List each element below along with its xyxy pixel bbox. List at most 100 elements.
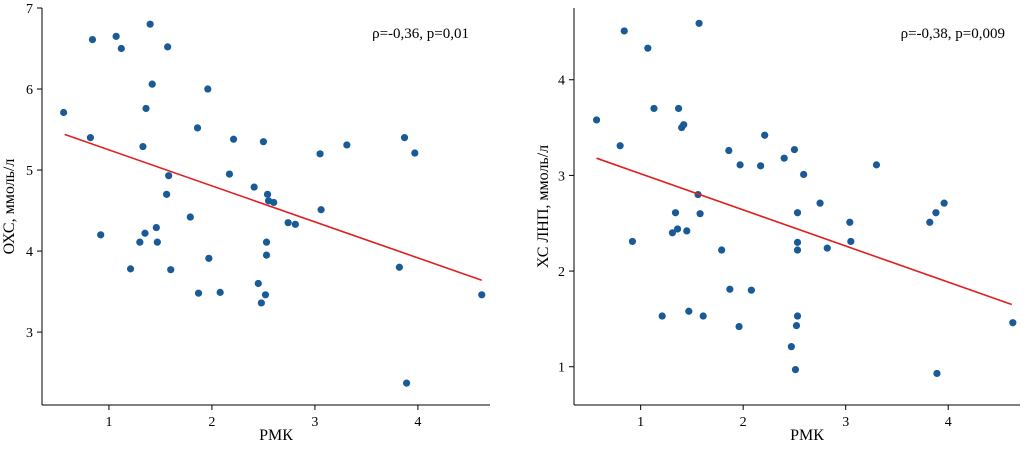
data-point (148, 80, 156, 88)
data-point (674, 104, 683, 113)
data-point (216, 288, 224, 296)
data-point (262, 251, 271, 259)
data-point (117, 44, 125, 53)
data-point (259, 138, 268, 146)
x-tick-label: 1 (637, 415, 644, 430)
data-point (932, 209, 940, 217)
data-point (186, 213, 194, 221)
data-point (165, 172, 173, 180)
trend-line (596, 157, 1013, 306)
data-point (680, 121, 688, 129)
data-point (402, 379, 411, 387)
data-point (695, 19, 703, 27)
data-point (60, 108, 68, 117)
data-point (628, 237, 637, 246)
data-point (800, 170, 808, 179)
data-point (163, 190, 171, 198)
data-point (194, 289, 203, 297)
y-tick-label: 7 (26, 2, 33, 17)
data-point (761, 131, 769, 139)
data-point (317, 206, 325, 214)
data-point (112, 32, 120, 40)
data-point (400, 134, 409, 142)
data-point (872, 161, 881, 169)
data-point (787, 343, 795, 351)
data-point (316, 150, 324, 158)
data-point (270, 198, 278, 207)
x-axis-label: РМК (259, 427, 293, 444)
data-point (757, 162, 765, 170)
data-point (846, 218, 854, 226)
data-point (816, 199, 824, 207)
y-tick-label: 3 (26, 326, 33, 341)
data-point (1009, 319, 1017, 327)
x-axis-label: РМК (790, 427, 824, 444)
y-tick-label: 4 (558, 74, 565, 89)
data-point (205, 254, 213, 262)
data-point (204, 85, 212, 93)
data-point (97, 231, 105, 239)
data-point (685, 307, 693, 315)
data-point (668, 229, 677, 237)
data-point (616, 142, 624, 150)
data-point (791, 366, 800, 374)
data-point (790, 145, 799, 154)
data-point (126, 265, 135, 273)
data-point (411, 149, 419, 157)
x-tick-label: 1 (105, 415, 112, 430)
data-point (141, 229, 149, 237)
data-point (254, 279, 262, 288)
data-point (726, 285, 734, 293)
data-point (696, 210, 704, 218)
data-point (658, 312, 666, 320)
data-point (257, 299, 265, 307)
data-point (142, 104, 150, 113)
data-point (291, 220, 299, 228)
data-point (736, 161, 744, 169)
y-tick-label: 6 (26, 83, 33, 98)
y-tick-label: 4 (26, 245, 33, 260)
data-point (86, 134, 95, 142)
data-point (940, 199, 948, 207)
trend-line (64, 133, 483, 281)
data-point (699, 312, 707, 320)
data-point (671, 209, 680, 217)
data-point (139, 142, 147, 151)
data-point (343, 141, 351, 149)
data-point (792, 322, 801, 330)
data-points (60, 20, 486, 387)
data-point (592, 116, 601, 124)
data-point (735, 322, 743, 331)
data-point (262, 238, 271, 246)
correlation-annotation: ρ=-0,38, p=0,009 (901, 26, 1005, 42)
data-point (793, 246, 802, 254)
data-point (153, 238, 161, 246)
data-point (225, 170, 234, 178)
data-point (780, 154, 788, 162)
data-point (673, 225, 682, 233)
y-axis-label: ОХС, ммоль/л (1, 159, 18, 255)
data-point (793, 312, 802, 320)
y-ticks: 3 4 5 6 7 (26, 2, 42, 341)
x-tick-label: 4 (414, 415, 421, 430)
data-point (164, 43, 172, 51)
data-point (793, 209, 802, 217)
data-point (263, 190, 272, 198)
data-point (193, 124, 202, 132)
y-axis-label: ХС ЛНП, ммоль/л (535, 145, 552, 268)
data-point (823, 244, 831, 252)
x-tick-label: 4 (945, 415, 952, 430)
y-tick-label: 5 (26, 164, 33, 179)
data-point (650, 104, 658, 113)
data-point (229, 135, 238, 143)
y-tick-label: 2 (558, 265, 565, 280)
data-point (683, 227, 691, 235)
data-point (395, 263, 403, 271)
data-point (284, 219, 292, 227)
data-point (926, 218, 934, 226)
